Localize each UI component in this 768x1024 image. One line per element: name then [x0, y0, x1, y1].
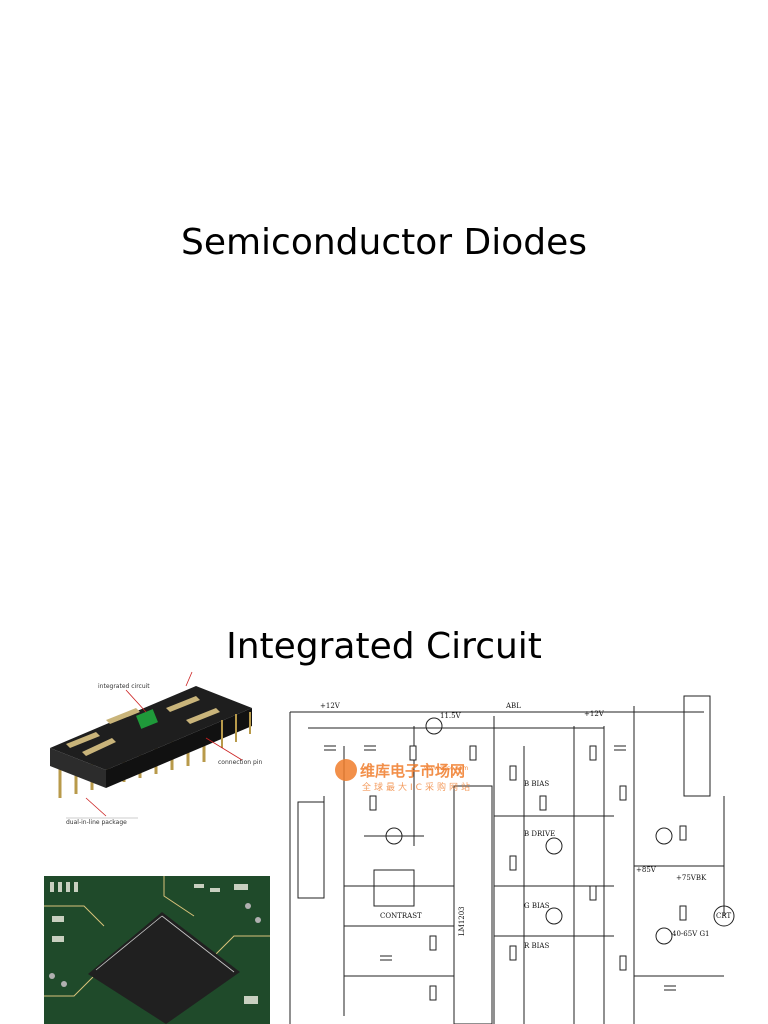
label-11-5v: 11.5V: [440, 712, 462, 720]
circuit-schematic-image: +12V ABL +12V 11.5V CONTRAST B DRIVE G B…: [284, 686, 746, 1024]
slide-1: Semiconductor Diodes: [180, 222, 588, 263]
slide-title: Semiconductor Diodes: [180, 222, 588, 263]
chip-label-dip: dual-in-line package: [66, 819, 127, 826]
label-contrast: CONTRAST: [380, 912, 422, 920]
watermark-main: 维库电子市场网: [360, 762, 465, 780]
label-b-bias: B BIAS: [524, 780, 549, 788]
label-g-bias: G BIAS: [524, 902, 550, 910]
label-75vbk: +75VBK: [676, 874, 707, 882]
label-abl: ABL: [505, 702, 521, 710]
label-lm1203: LM1203: [458, 906, 466, 936]
chip-label-ic: integrated circuit: [98, 683, 150, 690]
dip-chip-image: integrated circuit connection pin dual-i…: [50, 671, 262, 826]
watermark-url: www.dzsc.com: [424, 765, 468, 772]
label-b-drive: B DRIVE: [524, 830, 555, 838]
label-crt: CRT: [716, 912, 732, 920]
label-12v-left: +12V: [320, 702, 341, 710]
label-r-bias: R BIAS: [524, 942, 549, 950]
slide-title: Integrated Circuit: [226, 626, 542, 667]
label-g1: 40-65V G1: [672, 930, 710, 938]
label-12v-right: +12V: [584, 710, 605, 718]
label-85v: +85V: [636, 866, 657, 874]
slide-2: Integrated Circuit: [0, 560, 768, 1024]
watermark-sub: 全球最大IC采购网站: [362, 781, 473, 793]
circuit-board-image: [44, 876, 270, 1024]
chip-label-pin: connection pin: [218, 759, 262, 766]
